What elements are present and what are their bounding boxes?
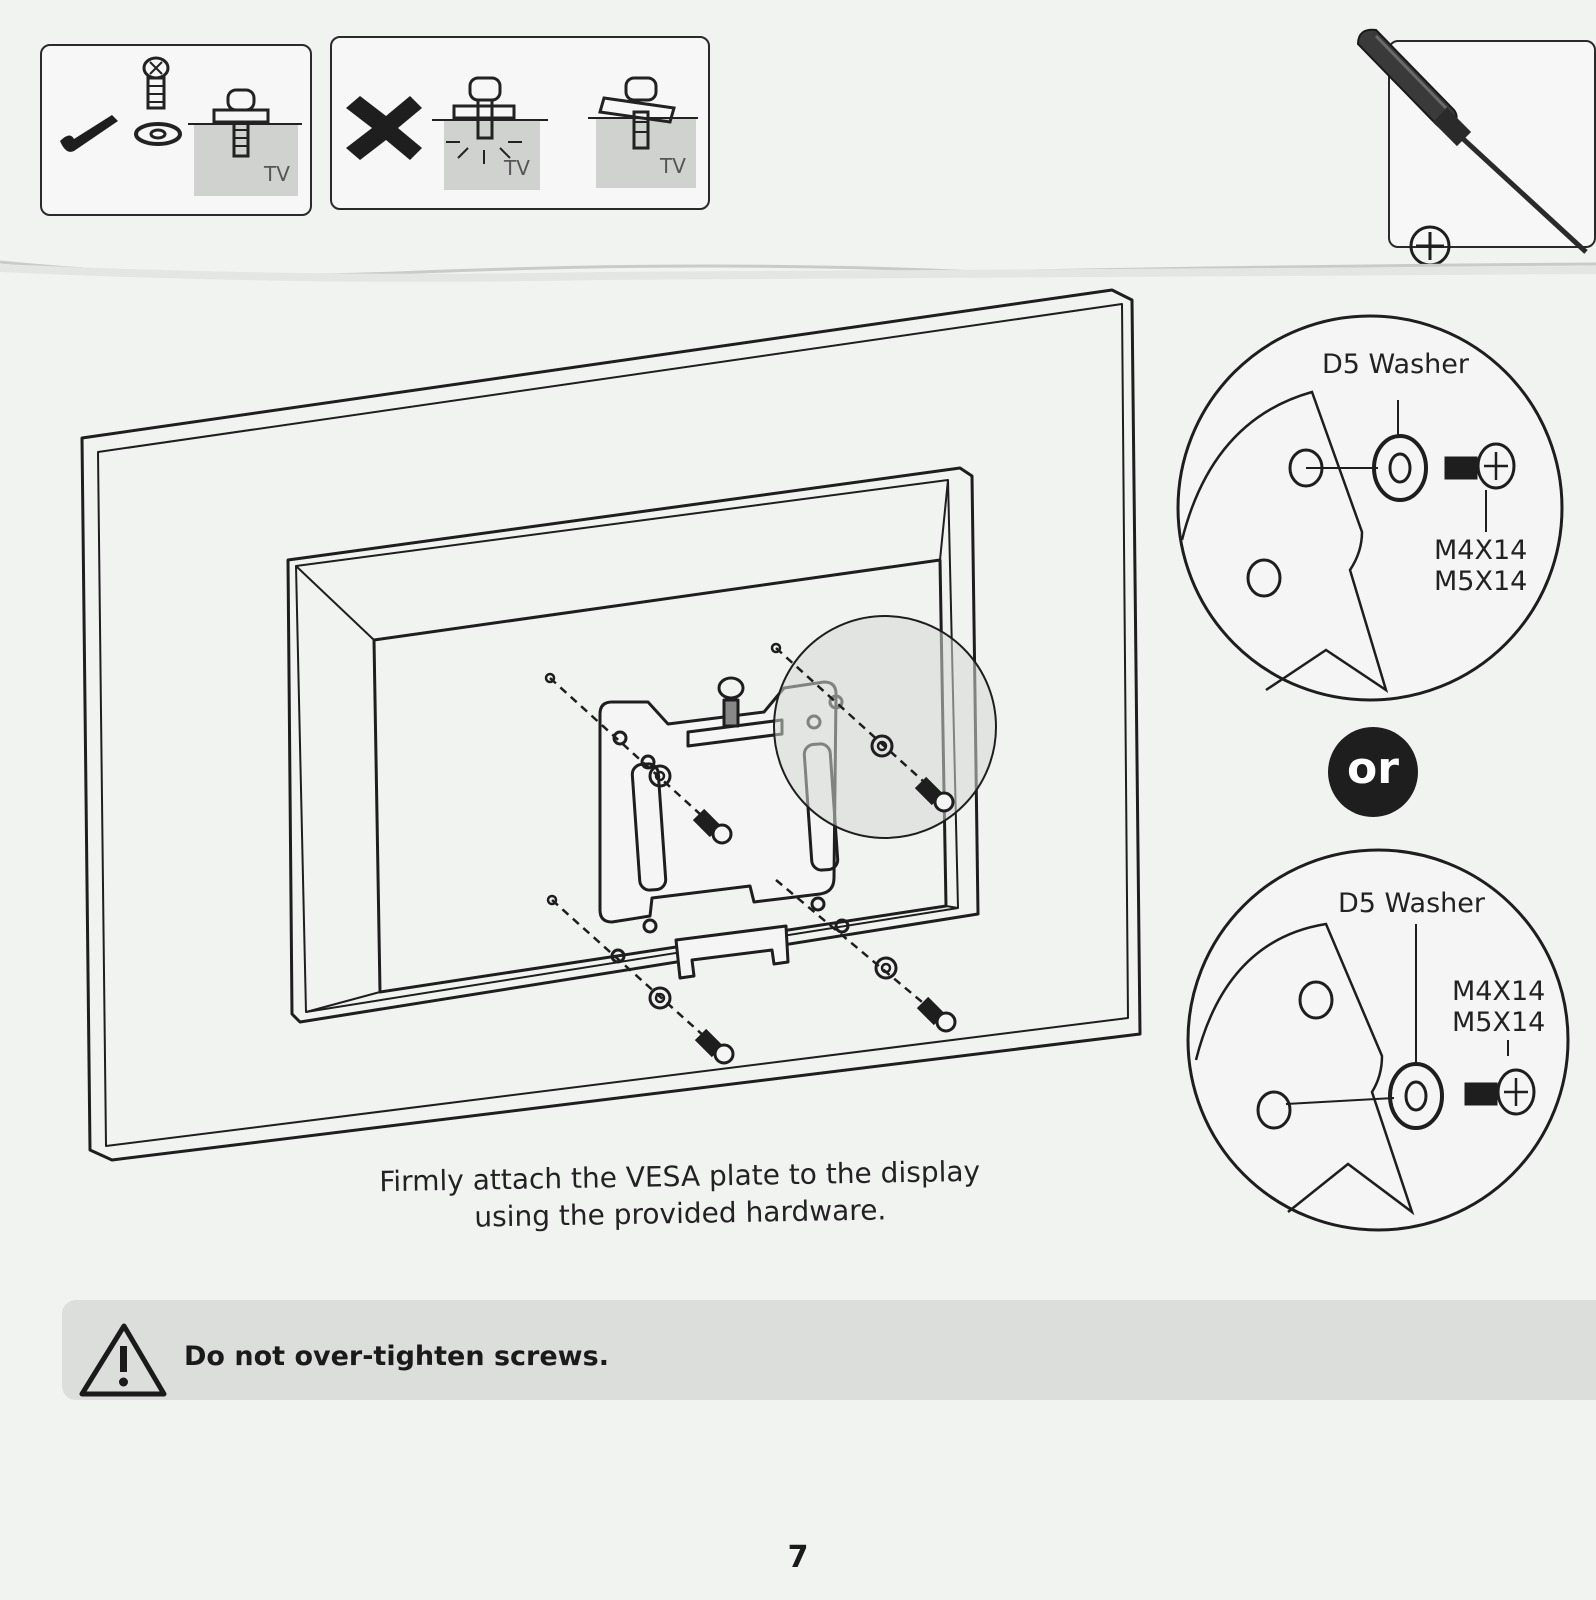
screw-size-label: M4X14 M5X14	[1452, 976, 1545, 1038]
washer-label: D5 Washer	[1322, 349, 1469, 380]
page-number: 7	[787, 1540, 809, 1575]
bottom-callout	[1186, 848, 1570, 1232]
warning-icon	[79, 1323, 167, 1397]
checkmark-icon	[60, 115, 118, 152]
warning-triangle	[79, 1323, 167, 1397]
screw-size-label: M4X14 M5X14	[1434, 535, 1527, 597]
incorrect-usage-panel: TV TV	[330, 36, 710, 210]
tool-panel	[1356, 28, 1596, 267]
washer-label: D5 Washer	[1338, 888, 1485, 919]
incorrect-screw-diagram	[346, 76, 698, 190]
screw-size-line: M5X14	[1434, 566, 1528, 597]
or-badge: or	[1328, 727, 1418, 817]
callout-diagrams	[1176, 314, 1570, 1232]
correct-screw-diagram	[60, 56, 302, 196]
warning-banner	[62, 1300, 1596, 1400]
screwdriver-icon	[1356, 28, 1588, 254]
cross-icon	[346, 96, 422, 160]
tv-label: TV	[660, 154, 686, 178]
screwdriver-diagram	[1356, 28, 1588, 267]
tv-label: TV	[504, 156, 530, 180]
tv-label: TV	[264, 162, 290, 186]
mounting-hardware	[544, 642, 947, 1055]
tv-back-diagram	[80, 288, 1142, 1162]
screw-size-line: M4X14	[1452, 976, 1546, 1007]
warning-text: Do not over-tighten screws.	[184, 1341, 609, 1372]
screw-size-line: M5X14	[1452, 1007, 1546, 1038]
magnify-highlight	[773, 615, 997, 839]
screw-size-line: M4X14	[1434, 535, 1528, 566]
top-callout	[1176, 314, 1564, 702]
screw-icons	[692, 776, 957, 1065]
correct-usage-panel: TV	[40, 44, 312, 216]
paper-crease	[0, 260, 1596, 282]
